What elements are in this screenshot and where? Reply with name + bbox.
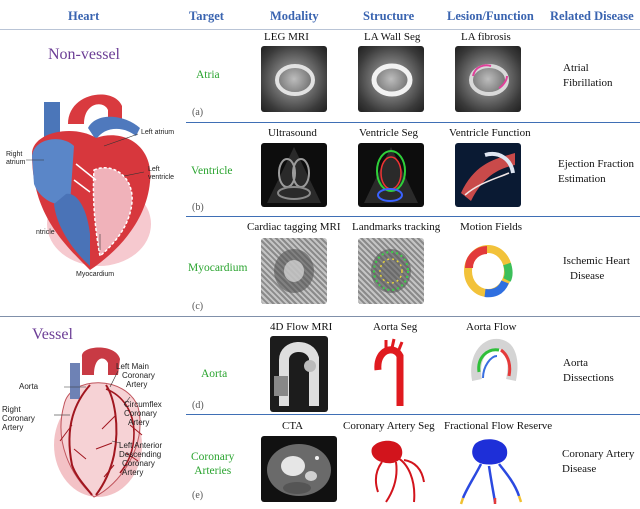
- lesion-motion-fields: Motion Fields: [460, 221, 523, 233]
- header-modality: Modality: [270, 9, 319, 23]
- ultrasound-image: [261, 143, 327, 207]
- header-target: Target: [189, 9, 224, 23]
- 4d-flow-mri-image: [270, 336, 328, 412]
- label-right-atrium-1: Right: [6, 151, 23, 158]
- target-line-1: Coronary: [191, 451, 235, 463]
- structure-landmarks-tracking: Landmarks tracking: [352, 221, 441, 233]
- motion-fields-image: [455, 238, 521, 304]
- label-left-atrium: Left atrium: [141, 129, 175, 136]
- modality-leg-mri: LEG MRI: [264, 31, 309, 43]
- target-coronary-arteries: Coronary Arteries: [191, 450, 234, 478]
- aorta-seg-image: [364, 336, 414, 412]
- fractional-flow-reserve-image: [453, 436, 525, 506]
- lesion-aorta-flow: Aorta Flow: [466, 321, 517, 333]
- modality-cardiac-tagging-mri: Cardiac tagging MRI: [247, 221, 341, 233]
- disease-ischemic-heart: Ischemic Heart Disease: [563, 254, 630, 284]
- header-lesion: Lesion/Function: [447, 9, 534, 23]
- structure-aorta-seg: Aorta Seg: [373, 321, 418, 333]
- la-wall-seg-image: [358, 46, 424, 112]
- non-vessel-title: Non-vessel: [48, 46, 120, 63]
- header-disease: Related Disease: [550, 9, 634, 23]
- structure-coronary-artery-seg: Coronary Artery Seg: [343, 420, 435, 432]
- structure-ventricle-seg: Ventricle Seg: [359, 127, 418, 139]
- coronary-artery-seg-image: [364, 436, 430, 506]
- disease-line-1: Ischemic Heart: [563, 255, 630, 267]
- row-divider-de: [186, 414, 640, 415]
- label-left-ventricle-1: Left: [148, 166, 160, 173]
- modality-cta: CTA: [282, 420, 304, 432]
- disease-atrial-fibrillation: Atrial Fibrillation: [563, 61, 613, 91]
- row-index-d: (d): [192, 400, 204, 411]
- label-ntricle: ntricle: [36, 229, 55, 236]
- label-aorta: Aorta: [19, 382, 39, 391]
- label-lad-1: Left Anterior: [119, 441, 163, 450]
- row-divider-ab: [186, 122, 640, 123]
- label-rca-3: Artery: [2, 423, 24, 432]
- modality-ultrasound: Ultrasound: [268, 127, 317, 139]
- header-divider: [0, 29, 640, 30]
- disease-line-2: Disease: [562, 463, 597, 475]
- disease-aorta-dissections: Aorta Dissections: [563, 356, 614, 386]
- label-lmca-3: Artery: [126, 380, 148, 389]
- disease-ejection-fraction: Ejection Fraction Estimation: [558, 157, 634, 187]
- label-lcx-1: Circumflex: [124, 400, 162, 409]
- disease-line-2: Disease: [570, 270, 605, 282]
- cardiac-tagging-mri-image: [261, 238, 327, 304]
- header-structure: Structure: [363, 9, 415, 23]
- row-index-a: (a): [192, 107, 204, 118]
- label-lcx-2: Coronary: [124, 409, 157, 418]
- modality-4d-flow-mri: 4D Flow MRI: [270, 321, 333, 333]
- vessel-title: Vessel: [32, 326, 73, 343]
- disease-line-2: Fibrillation: [563, 77, 613, 89]
- lesion-fractional-flow-reserve: Fractional Flow Reserve: [444, 420, 553, 432]
- target-ventricle: Ventricle: [191, 165, 233, 177]
- disease-line-2: Dissections: [563, 372, 614, 384]
- disease-line-1: Coronary Artery: [562, 448, 635, 460]
- coronary-heart-illustration: [54, 347, 143, 498]
- structure-la-wall-seg: LA Wall Seg: [364, 31, 421, 43]
- label-lad-4: Artery: [122, 468, 144, 477]
- section-divider: [0, 316, 640, 317]
- target-atria: Atria: [196, 69, 220, 81]
- la-fibrosis-image: [455, 46, 521, 112]
- aorta-flow-image: [465, 336, 519, 386]
- leg-mri-image: [261, 46, 327, 112]
- cta-image: [261, 436, 337, 502]
- row-index-c: (c): [192, 301, 204, 312]
- label-lad-2: Descending: [119, 450, 162, 459]
- target-myocardium: Myocardium: [188, 262, 248, 274]
- landmarks-tracking-image: [358, 238, 424, 304]
- row-index-e: (e): [192, 490, 204, 501]
- disease-line-1: Atrial: [563, 62, 589, 74]
- disease-line-1: Ejection Fraction: [558, 158, 635, 170]
- target-line-2: Arteries: [194, 465, 232, 477]
- heart-anatomy-illustration: [26, 94, 151, 270]
- disease-line-1: Aorta: [563, 357, 589, 369]
- label-right-atrium-2: atrium: [6, 159, 26, 166]
- target-aorta: Aorta: [201, 368, 228, 380]
- label-lcx-3: Artery: [128, 418, 150, 427]
- lesion-ventricle-function: Ventricle Function: [449, 127, 531, 139]
- disease-line-2: Estimation: [558, 173, 606, 185]
- label-rca-2: Coronary: [2, 414, 35, 423]
- ventricle-seg-image: [358, 143, 424, 207]
- header-heart: Heart: [68, 9, 100, 23]
- label-left-ventricle-2: ventricle: [148, 174, 175, 181]
- disease-coronary-artery: Coronary Artery Disease: [562, 447, 634, 477]
- lesion-la-fibrosis: LA fibrosis: [461, 31, 511, 43]
- label-lad-3: Coronary: [122, 459, 155, 468]
- label-myocardium: Myocardium: [76, 271, 115, 278]
- row-index-b: (b): [192, 202, 204, 213]
- label-lmca-1: Left Main: [116, 362, 149, 371]
- row-divider-bc: [186, 216, 640, 217]
- ventricle-function-image: [455, 143, 521, 207]
- label-rca-1: Right: [2, 405, 21, 414]
- label-lmca-2: Coronary: [122, 371, 155, 380]
